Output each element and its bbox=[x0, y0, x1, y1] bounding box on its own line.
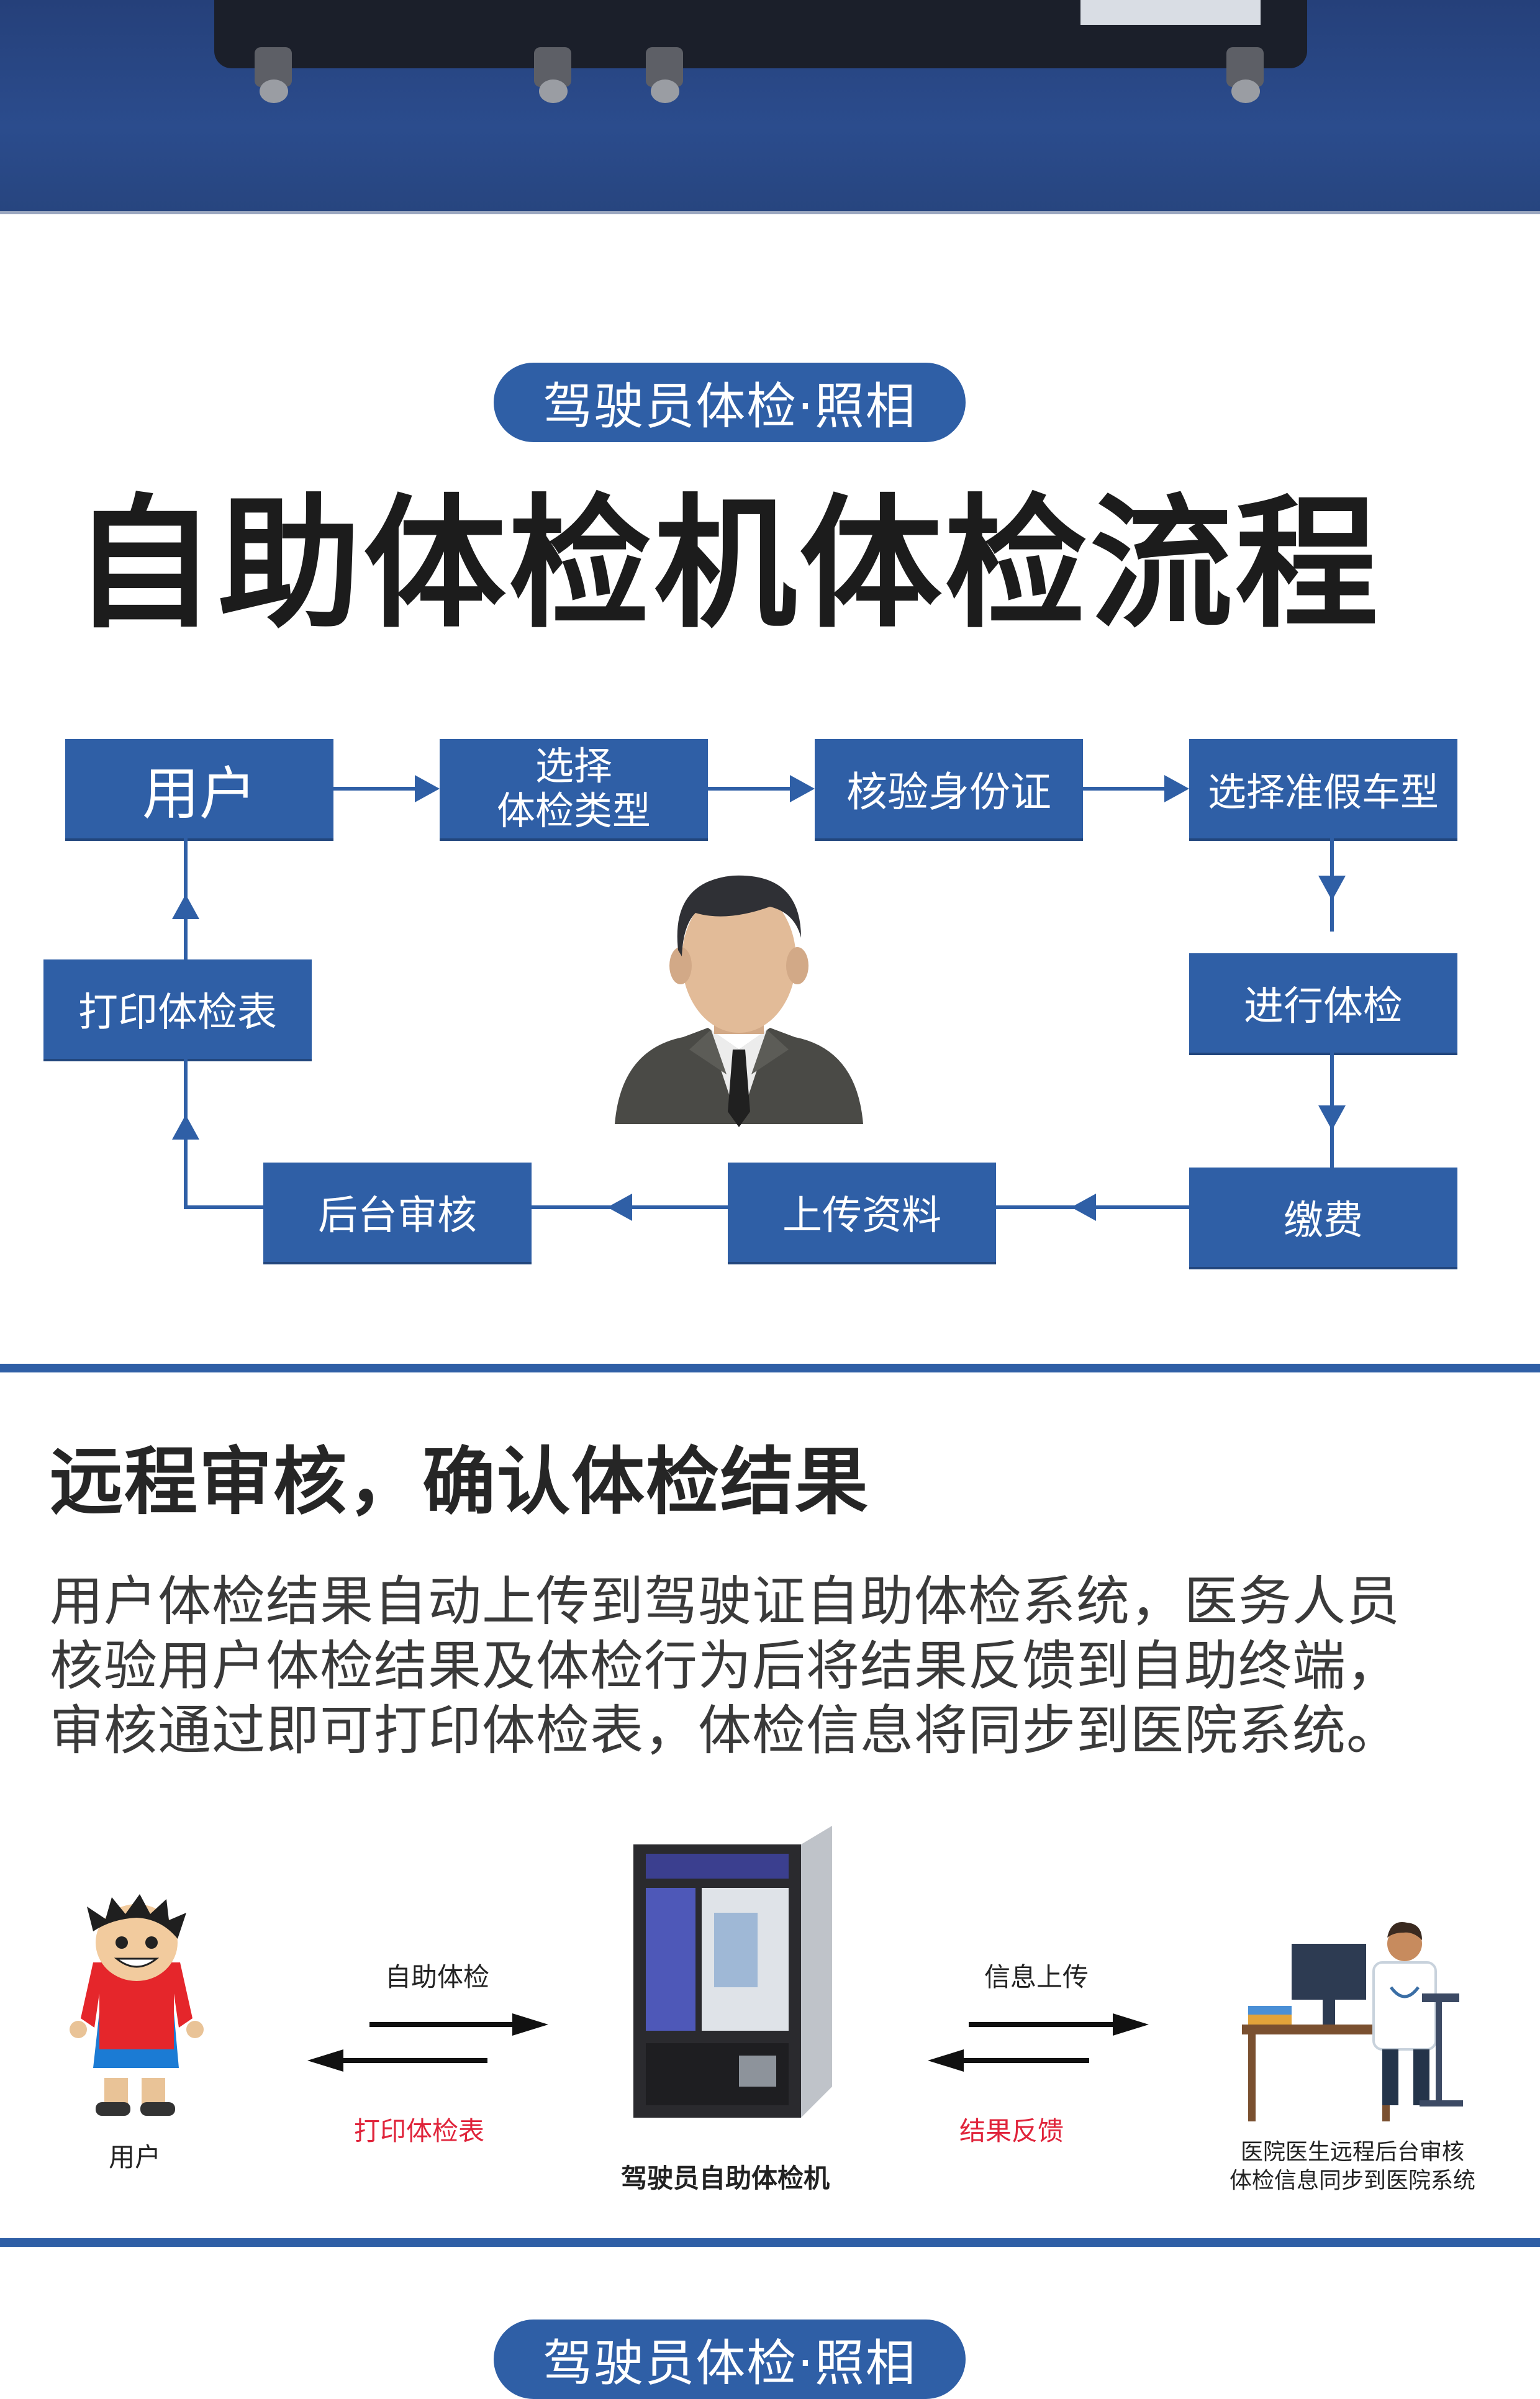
flow-step-label: 后台审核 bbox=[318, 1193, 477, 1239]
arrow-down-icon bbox=[1318, 1105, 1346, 1130]
self-exam-label: 自助体检 bbox=[385, 1962, 490, 1992]
flow-step-label: 核验身份证 bbox=[846, 768, 1051, 816]
businessman-icon bbox=[615, 875, 863, 1127]
user-cartoon-icon bbox=[70, 1894, 204, 2116]
divider bbox=[0, 211, 1540, 214]
flow-step-label: 选择准假车型 bbox=[1207, 769, 1439, 815]
arrow-down-icon bbox=[1318, 876, 1346, 900]
flow-step-pay: 缴费 bbox=[1189, 1168, 1457, 1267]
caster-wheel-icon bbox=[1231, 79, 1260, 103]
flow-connector bbox=[184, 1205, 263, 1209]
arrow-right-icon bbox=[512, 2013, 548, 2036]
flow-step-user: 用户 bbox=[65, 739, 333, 838]
arrow-left-icon bbox=[1071, 1194, 1096, 1221]
flow-step-label: 体检类型 bbox=[496, 788, 651, 833]
kiosk-machine-icon bbox=[633, 1826, 832, 2118]
flow-connector bbox=[1083, 787, 1167, 791]
arrow-line bbox=[969, 2022, 1113, 2027]
arrow-right-icon bbox=[415, 775, 440, 802]
flow-connector bbox=[708, 787, 792, 791]
user-label: 用户 bbox=[109, 2142, 161, 2172]
result-feedback-label: 结果反馈 bbox=[959, 2116, 1064, 2146]
paragraph-line: 用户体检结果自动上传到驾驶证自助体检系统，医务人员 bbox=[50, 1571, 1400, 1633]
section-pill-label: 驾驶员体检·照相 bbox=[494, 2320, 966, 2399]
arrow-left-icon bbox=[928, 2049, 964, 2072]
arrow-right-icon bbox=[1113, 2013, 1149, 2036]
arrow-line bbox=[964, 2058, 1089, 2063]
caster-wheel-icon bbox=[651, 79, 679, 103]
paragraph-line: 审核通过即可打印体检表，体检信息将同步到医院系统。 bbox=[50, 1700, 1400, 1762]
arrow-left-icon bbox=[607, 1194, 632, 1221]
kiosk-base-panel bbox=[1080, 0, 1261, 25]
doctor-caption-line: 医院医生远程后台审核 bbox=[1241, 2139, 1465, 2165]
print-form-label: 打印体检表 bbox=[354, 2116, 485, 2146]
flow-step-verify-id: 核验身份证 bbox=[815, 739, 1083, 838]
flow-step-vehicle-type: 选择准假车型 bbox=[1189, 739, 1457, 838]
flow-step-label: 选择 bbox=[535, 743, 612, 789]
arrow-up-icon bbox=[172, 1115, 199, 1140]
caster-wheel-icon bbox=[539, 79, 568, 103]
flow-step-label: 用户 bbox=[142, 760, 256, 827]
arrow-line bbox=[343, 2058, 487, 2063]
flow-connector bbox=[333, 787, 417, 791]
paragraph-line: 核验用户体检结果及体检行为后将结果反馈到自助终端， bbox=[50, 1635, 1400, 1697]
section-divider bbox=[0, 1364, 1540, 1372]
doctor-desk-icon bbox=[1242, 1922, 1463, 2121]
section-divider bbox=[0, 2238, 1540, 2247]
arrow-right-icon bbox=[790, 775, 815, 802]
flow-step-upload: 上传资料 bbox=[728, 1163, 996, 1262]
section-pill-label: 驾驶员体检·照相 bbox=[494, 363, 966, 442]
kiosk-machine-label: 驾驶员自助体检机 bbox=[621, 2163, 830, 2193]
info-upload-label: 信息上传 bbox=[984, 1962, 1089, 1992]
caster-wheel-icon bbox=[260, 79, 288, 103]
flow-step-label: 进行体检 bbox=[1244, 984, 1403, 1030]
flow-step-select-type: 选择 体检类型 bbox=[440, 739, 708, 838]
flow-step-review: 后台审核 bbox=[263, 1163, 532, 1262]
section-title: 远程审核，确认体检结果 bbox=[50, 1439, 870, 1525]
doctor-caption-line: 体检信息同步到医院系统 bbox=[1230, 2168, 1476, 2193]
flow-step-exam: 进行体检 bbox=[1189, 953, 1457, 1053]
arrow-up-icon bbox=[172, 894, 199, 919]
arrow-right-icon bbox=[1164, 775, 1189, 802]
page-title: 自助体检机体检流程 bbox=[72, 482, 1380, 648]
flow-step-print: 打印体检表 bbox=[43, 959, 312, 1059]
flow-step-label: 打印体检表 bbox=[78, 990, 277, 1036]
arrow-left-icon bbox=[307, 2049, 343, 2072]
flow-step-label: 上传资料 bbox=[782, 1193, 941, 1239]
arrow-line bbox=[369, 2022, 512, 2027]
flow-step-label: 缴费 bbox=[1284, 1198, 1363, 1244]
